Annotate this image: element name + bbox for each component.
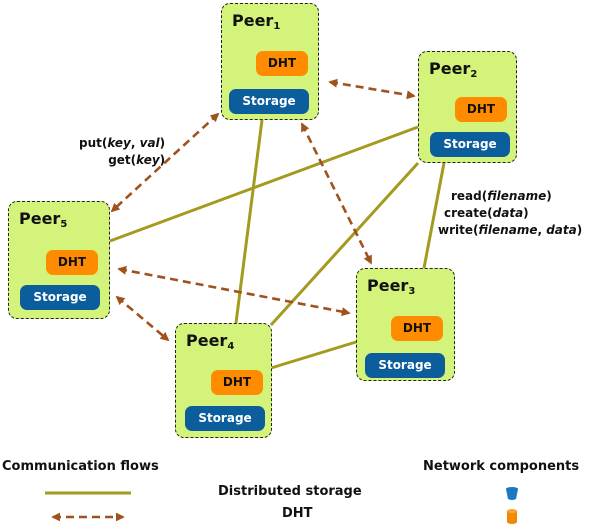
storage-component: Storage <box>20 285 100 310</box>
dht-link-peer1-peer2 <box>328 78 416 100</box>
dht-component: DHT <box>211 370 263 395</box>
dht-component: DHT <box>256 51 308 76</box>
storage-component: Storage <box>430 132 510 157</box>
read-operation: read(filename) <box>451 189 552 203</box>
storage-component: Storage <box>185 406 265 431</box>
peer-title: Peer5 <box>19 209 68 230</box>
dht-component: DHT <box>455 97 507 122</box>
legend-dht-label: DHT <box>282 506 313 521</box>
put-operation: put(key, val) <box>79 136 166 150</box>
dht-link-peer5-peer4 <box>115 295 170 342</box>
storage-link-peer4-peer3 <box>270 340 357 370</box>
storage-link-peer2-peer3 <box>422 162 446 269</box>
database-icon <box>506 487 518 500</box>
storage-component: Storage <box>229 89 309 114</box>
create-operation: create(data) <box>444 206 529 220</box>
get-operation: get(key) <box>108 153 166 167</box>
legend-flows-heading: Communication flows <box>2 459 159 474</box>
dht-component: DHT <box>46 250 98 275</box>
dht-link-peer5-peer3 <box>117 265 351 317</box>
peer-4-node[interactable]: Peer4 DHT Storage <box>175 323 272 438</box>
peer-title: Peer4 <box>186 331 235 352</box>
peer-2-node[interactable]: Peer2 DHT Storage <box>418 51 517 163</box>
storage-operations-label: read(filename) create(data) write(filena… <box>438 188 582 239</box>
peer-3-node[interactable]: Peer3 DHT Storage <box>356 268 455 381</box>
database-icon <box>507 509 517 524</box>
legend-storage-label: Distributed storage <box>218 484 362 499</box>
peer-1-node[interactable]: Peer1 DHT Storage <box>221 3 319 120</box>
storage-component: Storage <box>365 353 445 378</box>
peer-5-node[interactable]: Peer5 DHT Storage <box>8 201 110 319</box>
dht-component: DHT <box>391 316 443 341</box>
peer-title: Peer1 <box>232 11 281 32</box>
dht-operations-label: put(key, val) get(key) <box>79 135 165 169</box>
write-operation: write(filename, data) <box>438 223 583 237</box>
dht-link-peer1-peer3 <box>300 122 373 265</box>
dht-link-peer1-peer5 <box>110 112 220 213</box>
peer-title: Peer3 <box>367 276 416 297</box>
legend-components-heading: Network components <box>423 459 580 474</box>
peer-title: Peer2 <box>429 59 478 80</box>
